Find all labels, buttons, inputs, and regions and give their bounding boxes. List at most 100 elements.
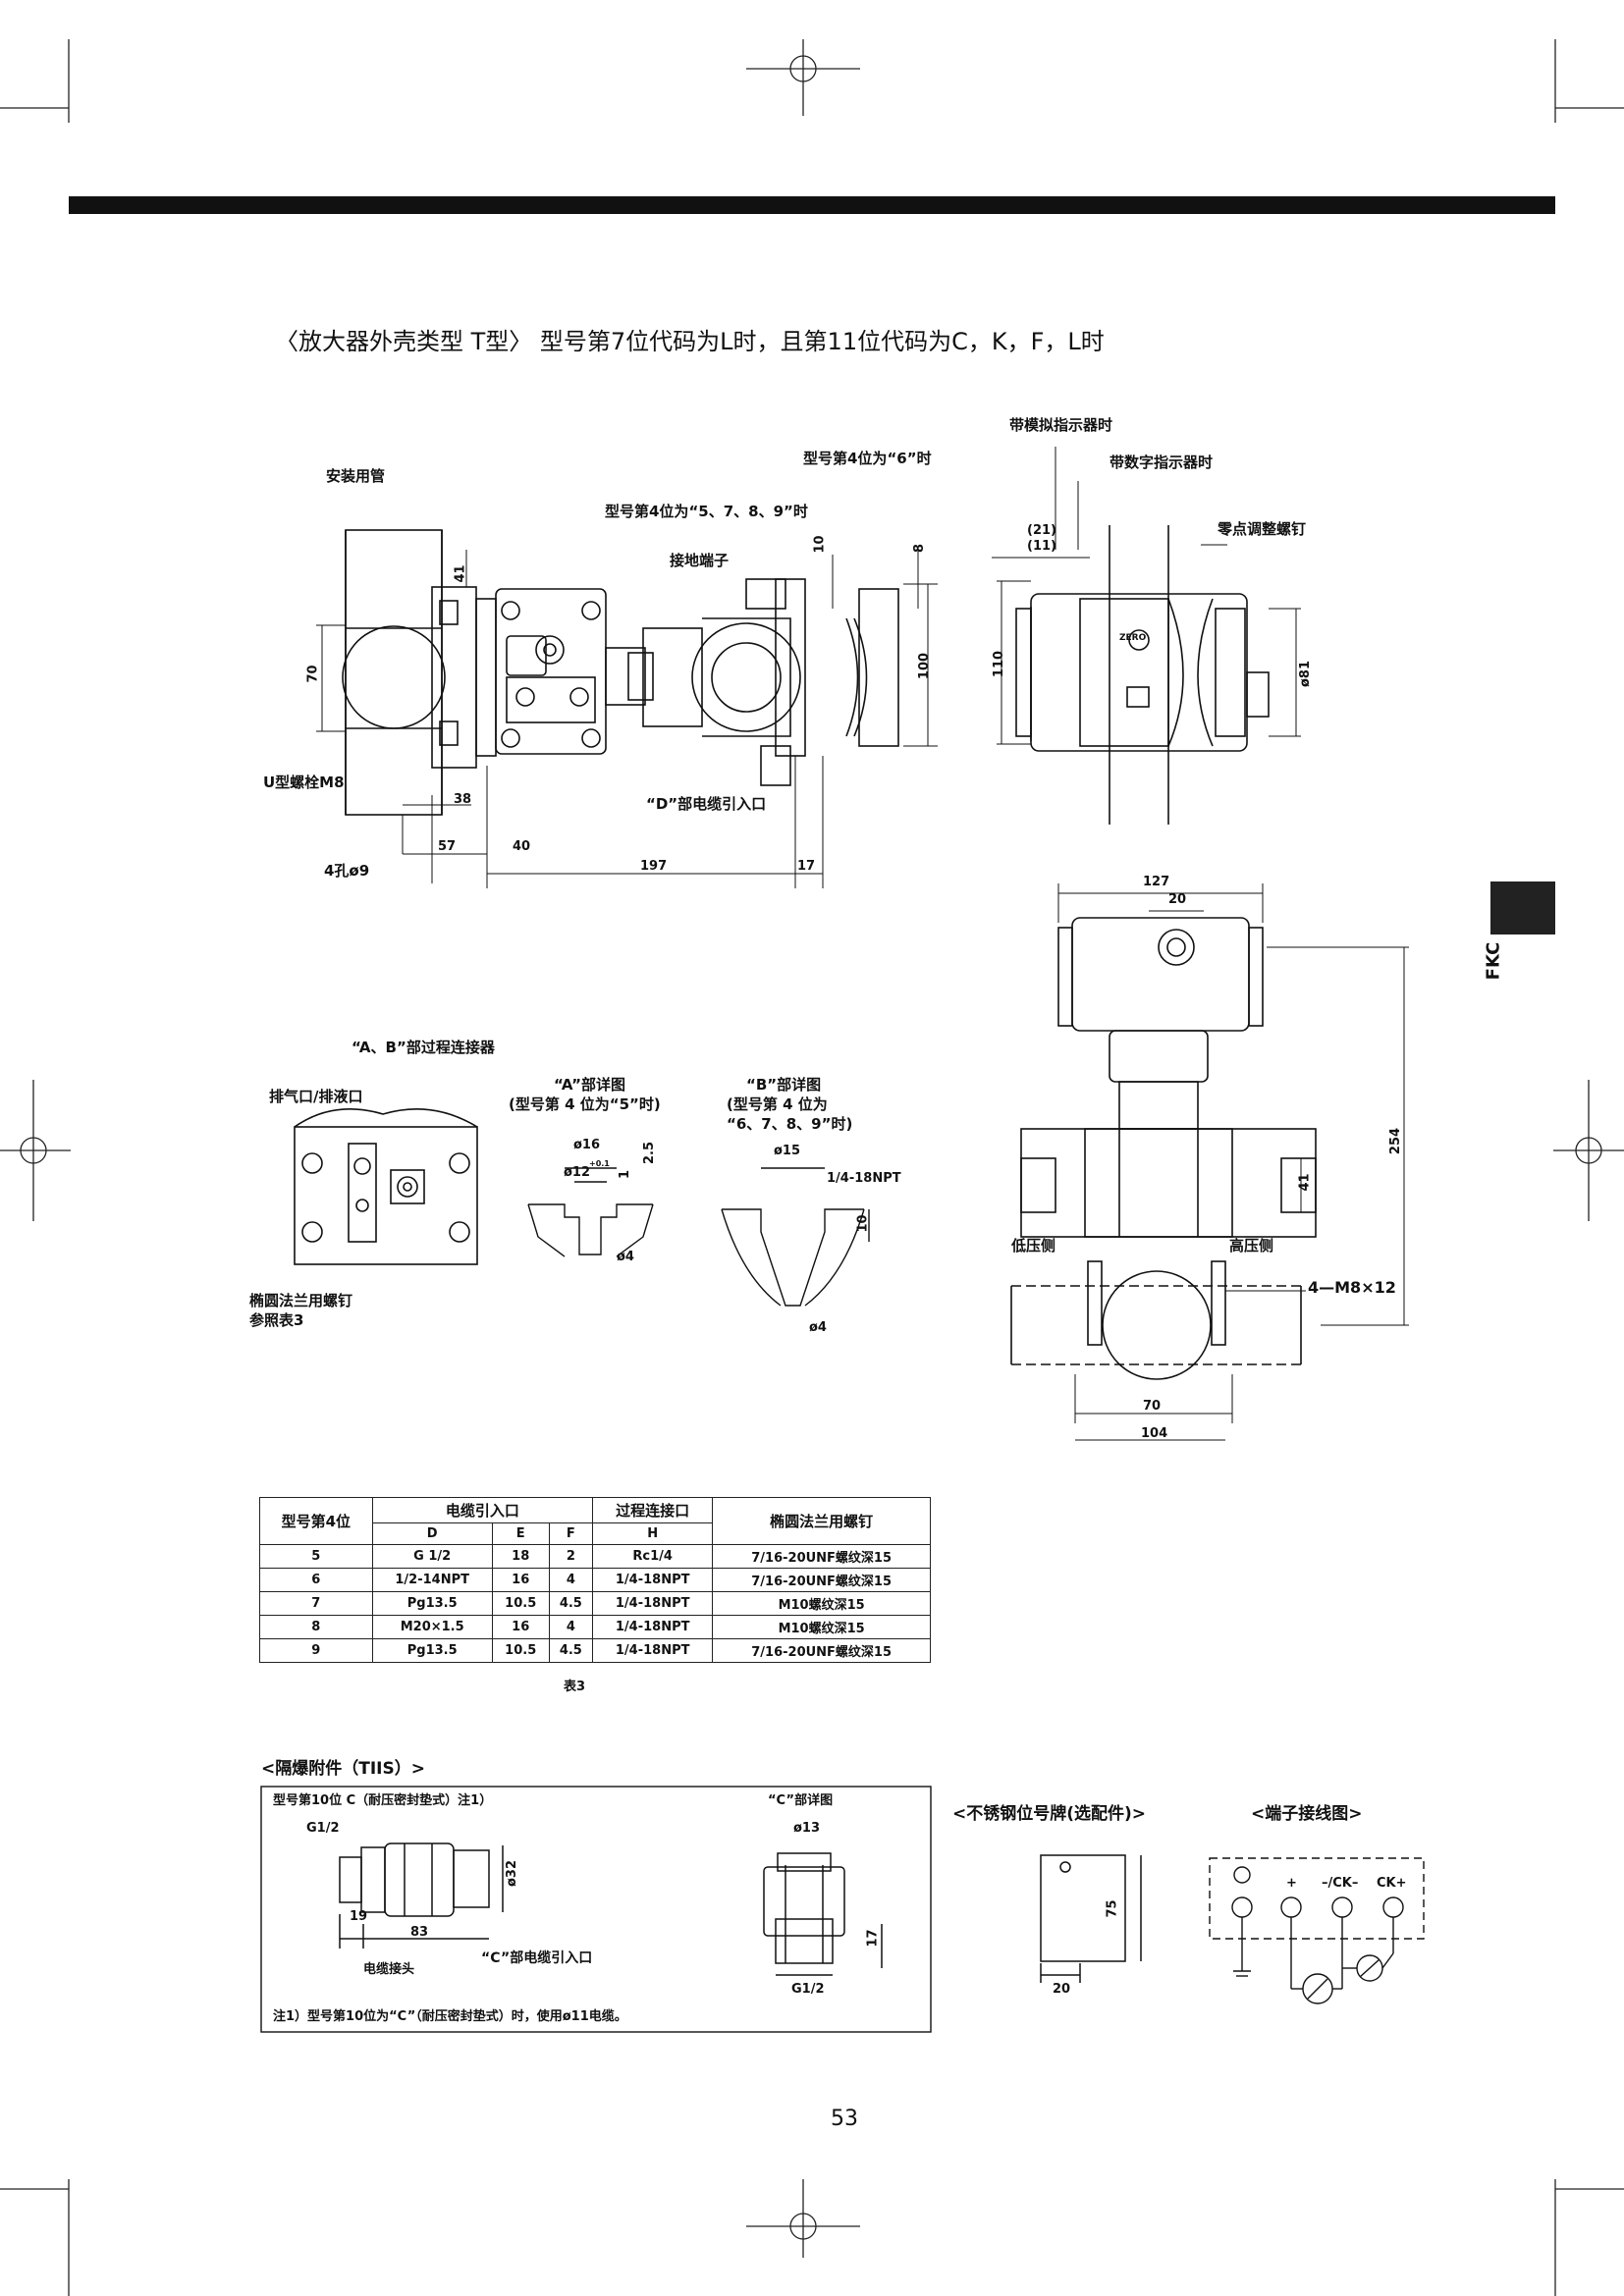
cell: 7	[259, 1591, 373, 1616]
dim-20: 20	[1168, 892, 1187, 907]
dim-a-2-5: 2.5	[642, 1141, 658, 1165]
cell: 7/16-20UNF螺纹深15	[712, 1544, 931, 1569]
tiis-g12: G1/2	[306, 1821, 340, 1836]
detail-b-sub2: “6、7、8、9”时)	[727, 1115, 853, 1133]
cell: Pg13.5	[371, 1638, 493, 1663]
wiring-title: <端子接线图>	[1251, 1804, 1363, 1824]
cell: 16	[491, 1568, 550, 1592]
cell: 1/4-18NPT	[592, 1615, 714, 1639]
dim-a-1: 1	[618, 1169, 633, 1180]
label-low-side: 低压侧	[1011, 1237, 1056, 1255]
dim-a-tol: +0.1	[589, 1159, 610, 1168]
label-flange-bolt: 椭圆法兰用螺钉	[249, 1292, 353, 1309]
dim-b-10: 10	[855, 1214, 871, 1233]
side-tab	[1490, 881, 1555, 934]
cell: M10螺纹深15	[712, 1615, 931, 1639]
dim-38: 38	[454, 792, 472, 807]
page-header-title: 〈放大器外壳类型 T型〉 型号第7位代码为L时，且第11位代码为C，K，F，L时	[275, 328, 1105, 355]
cell: 1/4-18NPT	[592, 1568, 714, 1592]
tiis-title: <隔爆附件（TIIS）>	[261, 1759, 425, 1779]
wiring-diagram	[1209, 1857, 1425, 2004]
tiis-dim-83: 83	[410, 1925, 429, 1940]
cell: 8	[259, 1615, 373, 1639]
dim-110: 110	[992, 650, 1007, 678]
detail-b-title: “B”部详图	[746, 1076, 822, 1094]
tag-plate	[1040, 1854, 1142, 1983]
cell: G 1/2	[371, 1544, 493, 1569]
cell: 4	[548, 1615, 594, 1639]
dim-b-4: ø4	[809, 1320, 827, 1335]
label-cable-inlet-d: “D”部电缆引入口	[646, 795, 767, 813]
detail-a-title: “A”部详图	[554, 1076, 626, 1094]
dim-41b: 41	[1297, 1173, 1313, 1192]
cell: 4.5	[548, 1591, 594, 1616]
th-h: H	[592, 1522, 714, 1545]
th-flange: 椭圆法兰用螺钉	[712, 1497, 931, 1545]
cell: Rc1/4	[592, 1544, 714, 1569]
dim-254: 254	[1388, 1127, 1404, 1155]
wiring-ck-minus: –/CK–	[1322, 1876, 1359, 1891]
detail-a-subtitle: (型号第 4 位为“5”时)	[509, 1095, 661, 1113]
label-u-bolt: U型螺栓M8	[263, 774, 345, 791]
th-model: 型号第4位	[259, 1497, 373, 1545]
tiis-c-inlet: “C”部电缆引入口	[481, 1950, 593, 1966]
cell: M10螺纹深15	[712, 1591, 931, 1616]
dim-a-16: ø16	[573, 1138, 601, 1152]
fig3-assembly	[1010, 917, 1317, 1380]
label-bolt-m8: 4—M8×12	[1308, 1278, 1396, 1297]
label-ab-connector: “A、B”部过程连接器	[352, 1039, 495, 1056]
cell: 1/4-18NPT	[592, 1591, 714, 1616]
label-ref-table3: 参照表3	[249, 1311, 304, 1329]
tiis-connector: 电缆接头	[363, 1962, 415, 1977]
wiring-plus: +	[1286, 1876, 1297, 1891]
dim-17: 17	[797, 859, 816, 874]
cell: 5	[259, 1544, 373, 1569]
cell: 4.5	[548, 1638, 594, 1663]
th-f: F	[548, 1522, 594, 1545]
dim-40: 40	[513, 839, 531, 854]
dim-127: 127	[1143, 875, 1170, 889]
tiis-subtitle: 型号第10位 C（耐压密封垫式）注1）	[273, 1793, 493, 1808]
cell: 7/16-20UNF螺纹深15	[712, 1568, 931, 1592]
dim-b-npt: 1/4-18NPT	[827, 1171, 901, 1186]
crop-marks	[0, 39, 1624, 2296]
cell: M20×1.5	[371, 1615, 493, 1639]
label-analog-indicator: 带模拟指示器时	[1009, 416, 1113, 434]
tiis-c-detail: “C”部详图	[768, 1793, 834, 1808]
cell: 7/16-20UNF螺纹深15	[712, 1638, 931, 1663]
label-code4-579: 型号第4位为“5、7、8、9”时	[605, 503, 808, 520]
fig2-detail-b	[721, 1167, 870, 1307]
label-code4-6: 型号第4位为“6”时	[803, 450, 932, 467]
tag-dim-75: 75	[1105, 1899, 1120, 1918]
tag-dim-20: 20	[1053, 1982, 1071, 1997]
wiring-ck-plus: CK+	[1377, 1876, 1407, 1891]
cell: 1/4-18NPT	[592, 1638, 714, 1663]
zero-mark: ZERO	[1119, 633, 1147, 643]
tiis-dim-13: ø13	[793, 1821, 821, 1836]
th-cable: 电缆引入口	[371, 1497, 594, 1523]
label-vent-drain: 排气口/排液口	[269, 1088, 363, 1105]
dim-21: (21)	[1027, 523, 1056, 538]
cell: 6	[259, 1568, 373, 1592]
cell: 1/2-14NPT	[371, 1568, 493, 1592]
tiis-dim-17: 17	[865, 1929, 881, 1948]
side-tab-label: FKC	[1483, 941, 1504, 981]
table3-caption: 表3	[564, 1680, 586, 1694]
fig1-front-view	[342, 529, 899, 816]
cell: 18	[491, 1544, 550, 1569]
fig2-connector-view	[294, 1107, 478, 1265]
cell: 9	[259, 1638, 373, 1663]
cell: 2	[548, 1544, 594, 1569]
page-number: 53	[831, 2107, 858, 2131]
cell: 16	[491, 1615, 550, 1639]
fig2-detail-a	[527, 1167, 654, 1257]
cell: 10.5	[491, 1591, 550, 1616]
dim-b-15: ø15	[774, 1144, 801, 1158]
